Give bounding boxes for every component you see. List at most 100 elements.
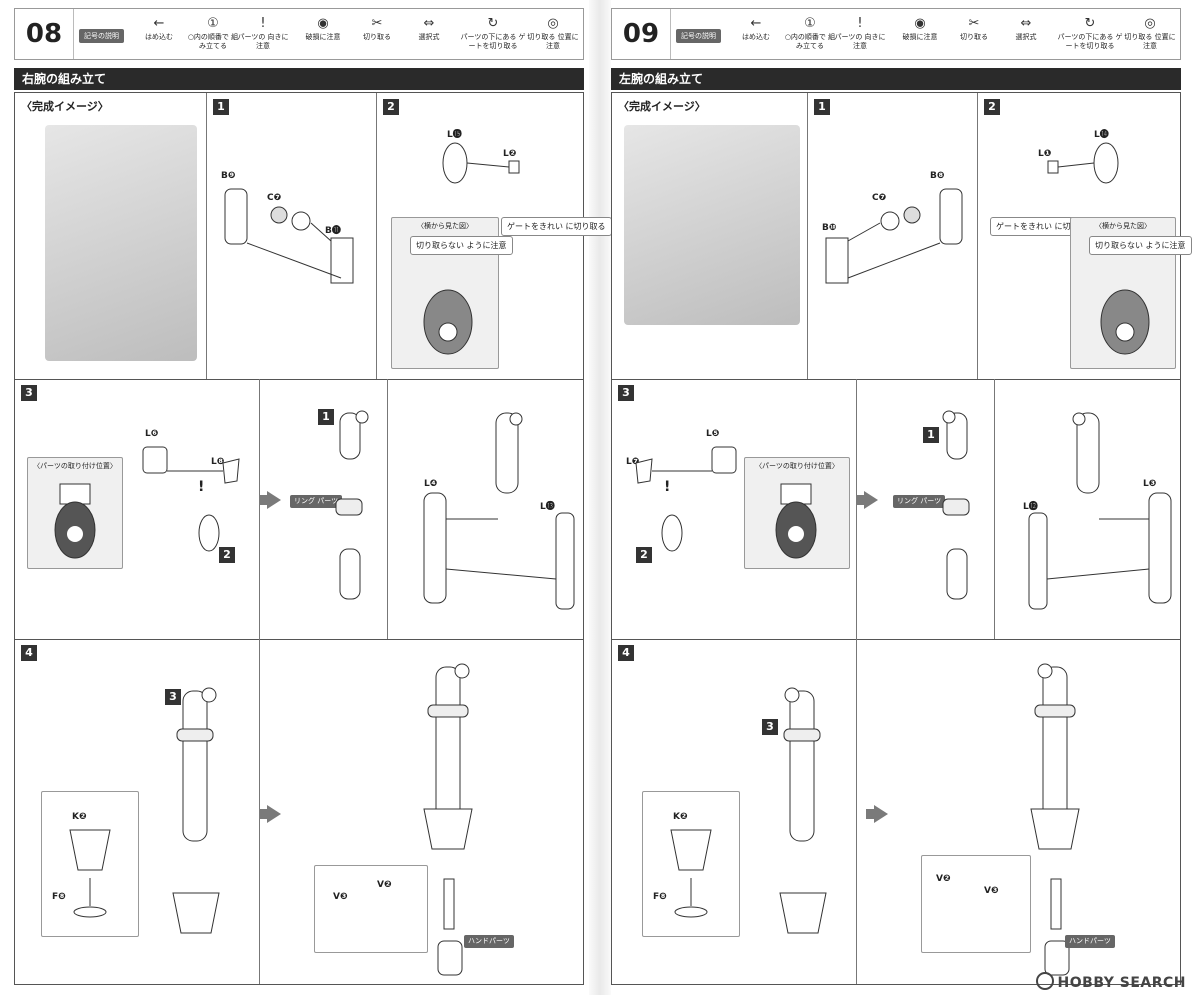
side-view-drawing: [423, 289, 473, 355]
part-label: L❹: [424, 479, 438, 489]
completed-image-cell: 〈完成イメージ〉: [612, 93, 808, 379]
part-label: F❽: [52, 892, 66, 902]
completed-figure-photo: [45, 125, 197, 361]
arrow-left-icon: ←: [153, 16, 165, 31]
legend-order: ①○内の順番で 組み立てる: [187, 16, 239, 50]
base-parts-box: K❷ F❽: [642, 791, 740, 937]
step-2-cell: 2 L⓮ L❶ ゲートをきれい に切り取る 〈横から見た図〉 切り取らない よう…: [978, 93, 1192, 379]
base-drawing: [69, 829, 111, 918]
page-number: 09: [612, 9, 671, 59]
ring-parts-tag: リング パーツ: [893, 495, 946, 508]
scissors-icon: ✂: [371, 16, 383, 31]
part-label: L❸: [1143, 479, 1157, 489]
arm-on-base-drawing: [779, 687, 827, 934]
attach-position-box: 〈パーツの取り付け位置〉: [27, 457, 123, 569]
part-label: L⓬: [1023, 502, 1038, 512]
side-view-title: 〈横から見た図〉: [1095, 222, 1151, 230]
legend-cut-position: ◎切り取る 位置に注意: [1124, 16, 1176, 50]
section-title: 右腕の組み立て: [14, 68, 584, 90]
part-label: B❿: [822, 223, 837, 233]
part-label: V❷: [377, 880, 392, 890]
side-view-box: 〈横から見た図〉 切り取らない ように注意: [1070, 217, 1192, 369]
legend-header: 09 記号の説明 ←はめ込む ①○内の順番で 組み立てる !パーツの 向きに注意…: [611, 8, 1181, 60]
double-arrow-icon: ⇔: [423, 16, 435, 31]
elbow-parts-drawing: [635, 446, 737, 552]
step-3c-cell: L❹ L⓭: [388, 379, 583, 639]
section-title: 左腕の組み立て: [611, 68, 1181, 90]
step-3a-cell: 3 L❺ L❼ 2 ! 〈パーツの取り付け位置〉: [612, 379, 857, 639]
part-label: L⓯: [447, 130, 462, 140]
step-number: 2: [984, 99, 1000, 115]
double-arrow-icon: ⇔: [1020, 16, 1032, 31]
step-number: 3: [618, 385, 634, 401]
part-label: K❷: [673, 812, 688, 822]
legend-tag: 記号の説明: [79, 29, 124, 43]
exclamation-icon: !: [198, 479, 205, 495]
elbow-parts-drawing: [142, 446, 240, 552]
row-3: 4 3 K❷ F❽: [612, 639, 1180, 984]
part-label: V❷: [936, 874, 951, 884]
step-number: 4: [21, 645, 37, 661]
exclamation-icon: !: [664, 479, 671, 495]
base-drawing: [670, 829, 712, 918]
scissors-icon: ✂: [968, 16, 980, 31]
step-number: 3: [21, 385, 37, 401]
part-label: L⓭: [540, 502, 555, 512]
shoulder-part-drawing: [1047, 142, 1119, 184]
attach-position-title: 〈パーツの取り付け位置〉: [33, 462, 117, 470]
attach-position-title: 〈パーツの取り付け位置〉: [755, 462, 839, 470]
row-2: 3 L❺ L❼ 2 ! 〈パーツの取り付け位置〉: [612, 379, 1180, 640]
part-label: B⓫: [325, 226, 341, 236]
arrow-right-icon: [866, 805, 888, 823]
legend-insert: ←はめ込む: [730, 15, 782, 42]
completed-image-label: 〈完成イメージ〉: [21, 100, 109, 113]
completed-image-label: 〈完成イメージ〉: [618, 100, 706, 113]
watermark: HOBBY SEARCH: [1035, 972, 1186, 991]
damage-icon: ◉: [914, 16, 926, 31]
arrow-right-icon: [259, 491, 281, 509]
legend-order: ①○内の順番で 組み立てる: [784, 16, 836, 50]
legend-damage: ◉破損に注意: [894, 15, 946, 42]
circled-one-icon: ①: [207, 16, 219, 31]
arrow-right-icon: [856, 491, 878, 509]
arm-on-base-drawing: [172, 687, 220, 934]
circled-one-icon: ①: [804, 16, 816, 31]
shoulder-part-drawing: [442, 142, 520, 184]
exclamation-icon: !: [857, 16, 863, 31]
step-3a-cell: 3 L❻ L❽ 〈パーツの取り付け位置〉 2: [15, 379, 260, 639]
ref-step-3: 3: [165, 689, 181, 705]
step-1-cell: 1 B❾ C❼ B⓫: [207, 93, 377, 379]
step-2-cell: 2 L⓯ L❷ 〈横から見た図〉 切り取らない ように注意 ゲートをきれい に: [377, 93, 612, 379]
arm-with-hand-drawing: [1030, 663, 1080, 976]
step-4b-cell: V❷ V❸ ハンドパーツ: [857, 639, 1180, 984]
instruction-grid: 〈完成イメージ〉 1 B❽ C❼ B❿ 2 L⓮: [611, 92, 1192, 985]
attach-position-box: 〈パーツの取り付け位置〉: [744, 457, 850, 569]
row-3: 4 3 K❷ F❽: [15, 639, 583, 984]
part-label: V❸: [984, 886, 999, 896]
part-label: B❾: [221, 171, 236, 181]
part-label: L❶: [1038, 149, 1052, 159]
part-label: K❷: [72, 812, 87, 822]
step-number: 4: [618, 645, 634, 661]
step-4a-cell: 4 3 K❷ F❽: [15, 639, 260, 984]
base-parts-box: K❷ F❽: [41, 791, 139, 937]
ref-step-3: 3: [762, 719, 778, 735]
hand-joint-box: V❷ V❸: [921, 855, 1031, 953]
note-do-not-cut: 切り取らない ように注意: [410, 236, 513, 255]
step-3b-cell: 1 リング パーツ: [260, 379, 388, 639]
note-do-not-cut: 切り取らない ように注意: [1089, 236, 1192, 255]
legend-choice: ⇔選択式: [1000, 15, 1052, 42]
part-label: C❼: [872, 193, 887, 203]
part-label: L❷: [503, 149, 517, 159]
part-label: V❸: [333, 892, 348, 902]
damage-icon: ◉: [317, 16, 329, 31]
legend-direction: !パーツの 向きに注意: [237, 16, 289, 50]
attach-position-drawing: [775, 483, 817, 559]
arm-parts-drawing: [825, 188, 963, 284]
arm-ring-drawing: [942, 410, 970, 600]
row-2: 3 L❻ L❽ 〈パーツの取り付け位置〉 2: [15, 379, 583, 640]
part-label: L❽: [211, 457, 225, 467]
legend-gate: ↻パーツの下にある ゲートを切り取る: [460, 16, 526, 50]
step-number: 2: [383, 99, 399, 115]
arm-parts-drawing: [224, 188, 354, 284]
